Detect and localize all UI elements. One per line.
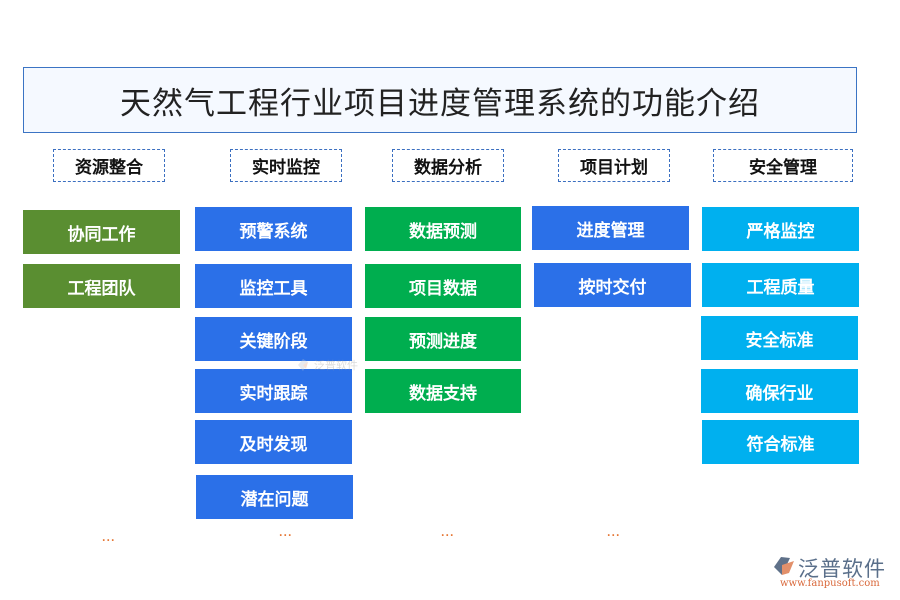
ellipsis-resources: ... [102, 533, 116, 544]
ellipsis-monitoring: ... [279, 528, 293, 539]
item-key-stages: 关键阶段 [195, 317, 352, 361]
item-monitoring-tools: 监控工具 [195, 264, 352, 308]
ellipsis-planning: ... [607, 528, 621, 539]
category-resources: 资源整合 [53, 149, 165, 182]
ellipsis-analysis: ... [441, 528, 455, 539]
item-ensure-industry: 确保行业 [701, 369, 858, 413]
item-on-time-delivery: 按时交付 [534, 263, 691, 307]
item-engineering-quality: 工程质量 [702, 263, 859, 307]
fanpu-mark-icon [774, 557, 794, 575]
item-data-forecast: 数据预测 [365, 207, 521, 251]
page-title: 天然气工程行业项目进度管理系统的功能介绍 [120, 85, 760, 122]
center-watermark: 泛普软件 [296, 357, 358, 373]
item-potential-issues: 潜在问题 [196, 475, 353, 519]
item-project-data: 项目数据 [365, 264, 521, 308]
item-warning-system: 预警系统 [195, 207, 352, 251]
item-safety-standards: 安全标准 [701, 316, 858, 360]
category-planning: 项目计划 [558, 149, 670, 182]
category-analysis: 数据分析 [392, 149, 504, 182]
title-box: 天然气工程行业项目进度管理系统的功能介绍 [23, 67, 857, 133]
item-meet-standards: 符合标准 [702, 420, 859, 464]
item-collaboration: 协同工作 [23, 210, 180, 254]
item-data-support: 数据支持 [365, 369, 521, 413]
item-timely-discovery: 及时发现 [195, 420, 352, 464]
fanpu-logo-icon [298, 359, 308, 371]
item-strict-monitoring: 严格监控 [702, 207, 859, 251]
item-engineering-team: 工程团队 [23, 264, 180, 308]
item-progress-management: 进度管理 [532, 206, 689, 250]
fanpu-logo: 泛普软件 www.fanpusoft.com [770, 553, 895, 593]
logo-url: www.fanpusoft.com [780, 578, 880, 589]
category-monitoring: 实时监控 [230, 149, 342, 182]
item-realtime-tracking: 实时跟踪 [195, 369, 352, 413]
item-forecast-progress: 预测进度 [365, 317, 521, 361]
category-safety: 安全管理 [713, 149, 853, 182]
logo-name: 泛普软件 [798, 557, 886, 581]
